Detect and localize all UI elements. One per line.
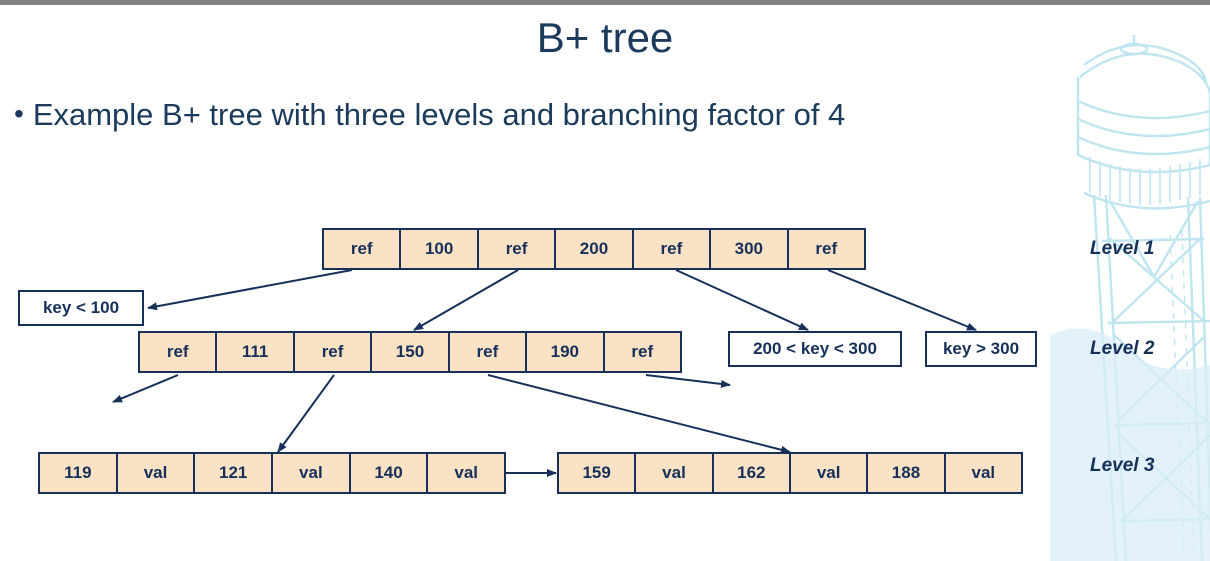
arrow-internal-ref1 bbox=[112, 374, 179, 403]
callout-key-lt-100: key < 100 bbox=[18, 290, 144, 326]
water-tower-watermark-icon bbox=[1050, 5, 1210, 561]
leaf-left-cell[interactable]: 121 bbox=[195, 454, 274, 492]
leaf-right-cell[interactable]: 162 bbox=[714, 454, 791, 492]
top-divider-bar bbox=[0, 0, 1210, 5]
internal-cell[interactable]: ref bbox=[631, 342, 654, 361]
bullet-text: Example B+ tree with three levels and br… bbox=[32, 97, 846, 132]
root-cell[interactable]: 100 bbox=[401, 230, 479, 268]
leaf-right-cell[interactable]: 159 bbox=[559, 454, 637, 492]
callout-key-between-200-300: 200 < key < 300 bbox=[728, 331, 902, 367]
arrow-root-ref1 bbox=[147, 269, 353, 311]
root-cell[interactable]: 300 bbox=[711, 230, 789, 268]
leaf-right-cell[interactable]: val bbox=[971, 463, 996, 482]
leaf-left-cell[interactable]: val bbox=[454, 463, 479, 482]
leaf-left-cell[interactable]: val bbox=[118, 454, 196, 492]
level-label-3: Level 3 bbox=[1090, 455, 1155, 476]
callout-key-gt-300: key > 300 bbox=[925, 331, 1037, 367]
root-cell[interactable]: 200 bbox=[556, 230, 634, 268]
bullet-dot-icon: • bbox=[14, 98, 24, 129]
internal-cell[interactable]: ref bbox=[140, 333, 218, 371]
root-cell[interactable]: ref bbox=[479, 230, 557, 268]
page-title: B+ tree bbox=[536, 14, 674, 61]
internal-cell[interactable]: 150 bbox=[372, 333, 450, 371]
arrow-root-ref2 bbox=[413, 269, 519, 331]
leaf-node-right: 159 val 162 val 188 val bbox=[557, 452, 1023, 494]
level-label-1: Level 1 bbox=[1090, 238, 1155, 259]
leaf-right-cell[interactable]: val bbox=[636, 454, 714, 492]
root-node: ref 100 ref 200 ref 300 ref bbox=[322, 228, 866, 270]
level-label-2: Level 2 bbox=[1090, 338, 1155, 359]
root-cell[interactable]: ref bbox=[634, 230, 712, 268]
root-cell[interactable]: ref bbox=[815, 239, 838, 258]
internal-cell[interactable]: ref bbox=[295, 333, 373, 371]
bullet-item: • Example B+ tree with three levels and … bbox=[14, 96, 1094, 135]
leaf-left-cell[interactable]: 140 bbox=[351, 454, 429, 492]
leaf-node-left: 119 val 121 val 140 val bbox=[38, 452, 506, 494]
leaf-right-cell[interactable]: 188 bbox=[868, 454, 946, 492]
leaf-left-cell[interactable]: 119 bbox=[40, 454, 118, 492]
arrow-internal-ref4 bbox=[645, 374, 731, 388]
internal-cell[interactable]: 111 bbox=[217, 333, 295, 371]
arrow-root-ref4 bbox=[827, 269, 977, 331]
leaf-right-cell[interactable]: val bbox=[791, 454, 869, 492]
internal-cell[interactable]: ref bbox=[450, 333, 528, 371]
internal-node: ref 111 ref 150 ref 190 ref bbox=[138, 331, 682, 373]
internal-cell[interactable]: 190 bbox=[527, 333, 605, 371]
leaf-left-cell[interactable]: val bbox=[273, 454, 351, 492]
arrow-root-ref3 bbox=[675, 269, 809, 331]
root-cell[interactable]: ref bbox=[324, 230, 402, 268]
arrow-internal-ref3 bbox=[487, 374, 791, 454]
arrow-internal-ref2 bbox=[277, 374, 335, 453]
